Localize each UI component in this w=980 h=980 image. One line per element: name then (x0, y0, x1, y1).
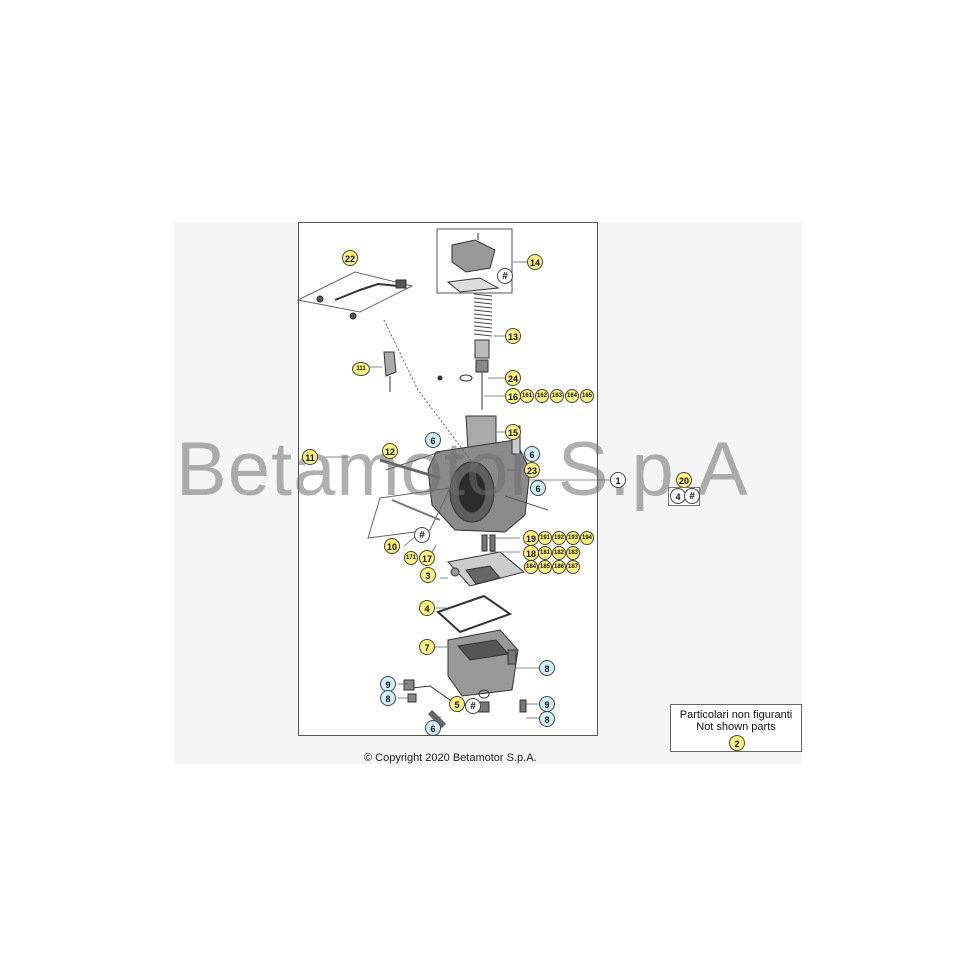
callout-184[interactable]: 184 (524, 560, 538, 574)
kit-hash: # (684, 488, 700, 504)
callout-8-b[interactable]: 8 (380, 690, 396, 706)
callout-1[interactable]: 1 (610, 472, 626, 488)
callout-18[interactable]: 18 (523, 545, 539, 561)
callout-187[interactable]: 187 (566, 560, 580, 574)
callout-10[interactable]: 10 (384, 538, 400, 554)
callout-5[interactable]: 5 (449, 696, 465, 712)
callout-183[interactable]: 183 (566, 546, 580, 560)
callout-12[interactable]: 12 (382, 443, 398, 459)
callout-163[interactable]: 163 (550, 389, 564, 403)
callout-186[interactable]: 186 (552, 560, 566, 574)
not-shown-parts-legend: Particolari non figuranti Not shown part… (670, 704, 802, 752)
legend-line-italian: Particolari non figuranti (679, 709, 793, 721)
callout-3[interactable]: 3 (420, 567, 436, 583)
callout-6-b[interactable]: 6 (524, 446, 540, 462)
callout-23[interactable]: 23 (524, 462, 540, 478)
callout-6-c[interactable]: 6 (530, 480, 546, 496)
callout-164[interactable]: 164 (565, 389, 579, 403)
callout-6-d[interactable]: 6 (425, 720, 441, 736)
callout-5-hash: # (465, 698, 481, 714)
callout-17[interactable]: 17 (419, 550, 435, 566)
callout-7[interactable]: 7 (419, 639, 435, 655)
copyright-notice: © Copyright 2020 Betamotor S.p.A. (364, 752, 537, 764)
callout-6-a[interactable]: 6 (425, 432, 441, 448)
callout-191[interactable]: 191 (538, 531, 552, 545)
callout-161[interactable]: 161 (520, 389, 534, 403)
callout-15[interactable]: 15 (505, 424, 521, 440)
callout-182[interactable]: 182 (552, 546, 566, 560)
callout-14[interactable]: 14 (527, 254, 543, 270)
callout-185[interactable]: 185 (538, 560, 552, 574)
kit-box: 4 # (668, 487, 700, 506)
legend-line-english: Not shown parts (696, 721, 776, 733)
callout-11[interactable]: 11 (302, 449, 318, 465)
callout-171[interactable]: 171 (404, 551, 418, 565)
callout-24[interactable]: 24 (505, 370, 521, 386)
callout-14-hash: # (497, 268, 513, 284)
callout-4[interactable]: 4 (419, 600, 435, 616)
callout-22[interactable]: 22 (342, 250, 358, 266)
callout-181[interactable]: 181 (538, 546, 552, 560)
callout-10-hash: # (414, 527, 430, 543)
callout-165[interactable]: 165 (580, 389, 594, 403)
callout-9-b[interactable]: 9 (539, 696, 555, 712)
callout-111[interactable]: 111 (352, 362, 370, 376)
callout-20[interactable]: 20 (676, 472, 692, 488)
callout-8-c[interactable]: 8 (539, 711, 555, 727)
callout-16[interactable]: 16 (505, 388, 521, 404)
callout-13[interactable]: 13 (505, 328, 521, 344)
callout-19[interactable]: 19 (523, 530, 539, 546)
callout-192[interactable]: 192 (552, 531, 566, 545)
callout-8-a[interactable]: 8 (539, 660, 555, 676)
callout-2[interactable]: 2 (729, 735, 745, 751)
callout-194[interactable]: 194 (580, 531, 594, 545)
callout-193[interactable]: 193 (566, 531, 580, 545)
callout-162[interactable]: 162 (535, 389, 549, 403)
kit-part-4[interactable]: 4 (670, 488, 686, 504)
